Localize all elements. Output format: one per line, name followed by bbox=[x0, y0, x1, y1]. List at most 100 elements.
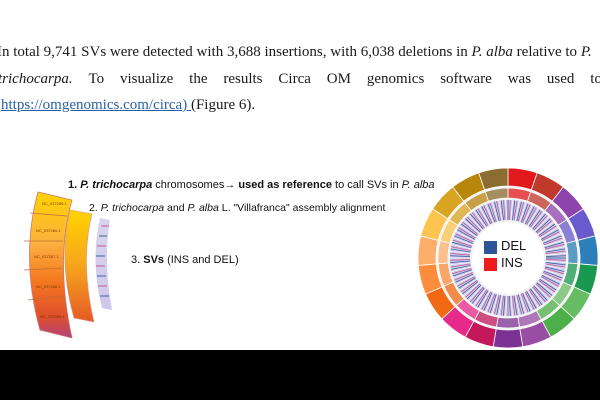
word-2: visualize bbox=[119, 71, 174, 87]
chromosome-segment bbox=[577, 235, 599, 266]
sv-tick bbox=[527, 208, 539, 226]
sv-tick bbox=[470, 286, 484, 303]
reference-chromosome-arc: NC_037289.1 NC_037286.1 NC_037287.1 NC_0… bbox=[23, 191, 73, 339]
sv-tick bbox=[538, 223, 556, 236]
sv-tick bbox=[470, 213, 484, 230]
sv-tick bbox=[524, 291, 535, 310]
sv-tick bbox=[522, 292, 531, 312]
sv-tick bbox=[477, 208, 489, 226]
sv-tick bbox=[540, 229, 559, 240]
sv-tick bbox=[526, 207, 537, 226]
alignment-segment bbox=[484, 187, 509, 202]
word-1: To bbox=[88, 71, 105, 87]
sv-tick bbox=[545, 248, 566, 253]
sv-tick bbox=[517, 294, 525, 314]
label2-num: 2. bbox=[89, 202, 98, 214]
chromosome-segment bbox=[478, 167, 509, 191]
sv-tick bbox=[452, 267, 472, 275]
sv-tick bbox=[462, 221, 479, 235]
svg-text:NC_037286.1: NC_037286.1 bbox=[36, 228, 61, 233]
label3-end: (INS and DEL) bbox=[164, 254, 239, 266]
sv-tick bbox=[463, 282, 480, 296]
legend-swatch-del bbox=[484, 241, 497, 254]
sv-tick bbox=[458, 227, 476, 239]
sv-tick bbox=[457, 229, 476, 240]
sv-tick bbox=[542, 233, 561, 243]
sv-tick bbox=[522, 204, 531, 224]
sv-tick bbox=[494, 201, 500, 222]
sv-tick bbox=[453, 237, 473, 246]
sv-tick bbox=[545, 263, 566, 268]
sv-tick bbox=[523, 205, 533, 224]
sv-tick bbox=[450, 253, 471, 256]
sv-tick bbox=[509, 200, 511, 221]
sv-tick bbox=[536, 220, 553, 234]
sv-tick bbox=[468, 285, 483, 301]
sv-tick bbox=[487, 293, 496, 313]
word-3: the bbox=[189, 71, 208, 87]
word-6: OM bbox=[326, 71, 351, 87]
sv-tick bbox=[450, 263, 471, 268]
sv-tick bbox=[457, 276, 476, 287]
sv-tick bbox=[496, 295, 501, 315]
circa-link[interactable]: (https://omgenomics.com/circa) bbox=[0, 97, 191, 113]
alignment-segment bbox=[565, 240, 579, 265]
legend-swatch-ins bbox=[484, 258, 497, 271]
sv-tick bbox=[526, 290, 537, 309]
sv-tick bbox=[545, 253, 566, 256]
sv-tick bbox=[485, 292, 494, 312]
sv-tick bbox=[537, 281, 554, 295]
sv-tick bbox=[483, 205, 493, 224]
sv-tick bbox=[465, 283, 481, 298]
sv-tick bbox=[544, 244, 565, 250]
word-10: used bbox=[546, 71, 575, 87]
sv-tick bbox=[481, 206, 492, 225]
label1-bold: used as reference bbox=[235, 179, 332, 191]
word-0: trichocarpa. bbox=[0, 71, 73, 87]
sv-tick bbox=[481, 291, 492, 310]
sv-tick bbox=[450, 255, 471, 257]
label-1: 1. P. trichocarpa chromosomes→ used as r… bbox=[68, 179, 435, 191]
sv-tick bbox=[489, 202, 497, 222]
sv-tick bbox=[545, 259, 566, 261]
sv-tick bbox=[534, 216, 550, 232]
sv-tick bbox=[505, 295, 507, 316]
sv-tick bbox=[528, 289, 541, 307]
sv-tick bbox=[544, 239, 564, 247]
sv-tick bbox=[528, 209, 541, 227]
sv-tick bbox=[540, 277, 558, 289]
sv-tick bbox=[520, 293, 529, 313]
circos-center bbox=[472, 222, 544, 294]
sv-tick bbox=[491, 202, 499, 222]
sv-tick bbox=[531, 287, 545, 304]
legend-label-del: DEL bbox=[501, 238, 527, 253]
label3-bold: SVs bbox=[143, 254, 165, 266]
sv-tick bbox=[509, 295, 511, 316]
sv-tick bbox=[541, 231, 560, 242]
sv-tick bbox=[451, 246, 471, 251]
sv-tick bbox=[487, 203, 496, 223]
sv-tick bbox=[520, 203, 529, 223]
sv-tick bbox=[483, 292, 493, 311]
sv-tick bbox=[524, 206, 535, 225]
sv-tick bbox=[542, 273, 561, 283]
sv-tick bbox=[489, 294, 497, 314]
sv-tick bbox=[451, 265, 471, 270]
sv-tick bbox=[456, 274, 475, 285]
sv-tick bbox=[515, 201, 520, 221]
sv-tick bbox=[532, 213, 546, 230]
sv-tick bbox=[455, 273, 474, 283]
sv-tick bbox=[456, 231, 475, 242]
sv-tick bbox=[460, 280, 478, 293]
sv-tick bbox=[535, 218, 551, 233]
label1-end: to call SVs in bbox=[331, 179, 402, 191]
species-p-alba: P. alba bbox=[471, 44, 513, 60]
sv-tick bbox=[544, 241, 564, 249]
sv-tick bbox=[516, 201, 522, 222]
word-7: genomics bbox=[366, 71, 425, 87]
sv-tick bbox=[510, 200, 513, 221]
sv-tick bbox=[512, 200, 516, 221]
sv-tick bbox=[496, 201, 501, 221]
word-5: Circa bbox=[278, 71, 311, 87]
sv-tick bbox=[510, 295, 513, 316]
